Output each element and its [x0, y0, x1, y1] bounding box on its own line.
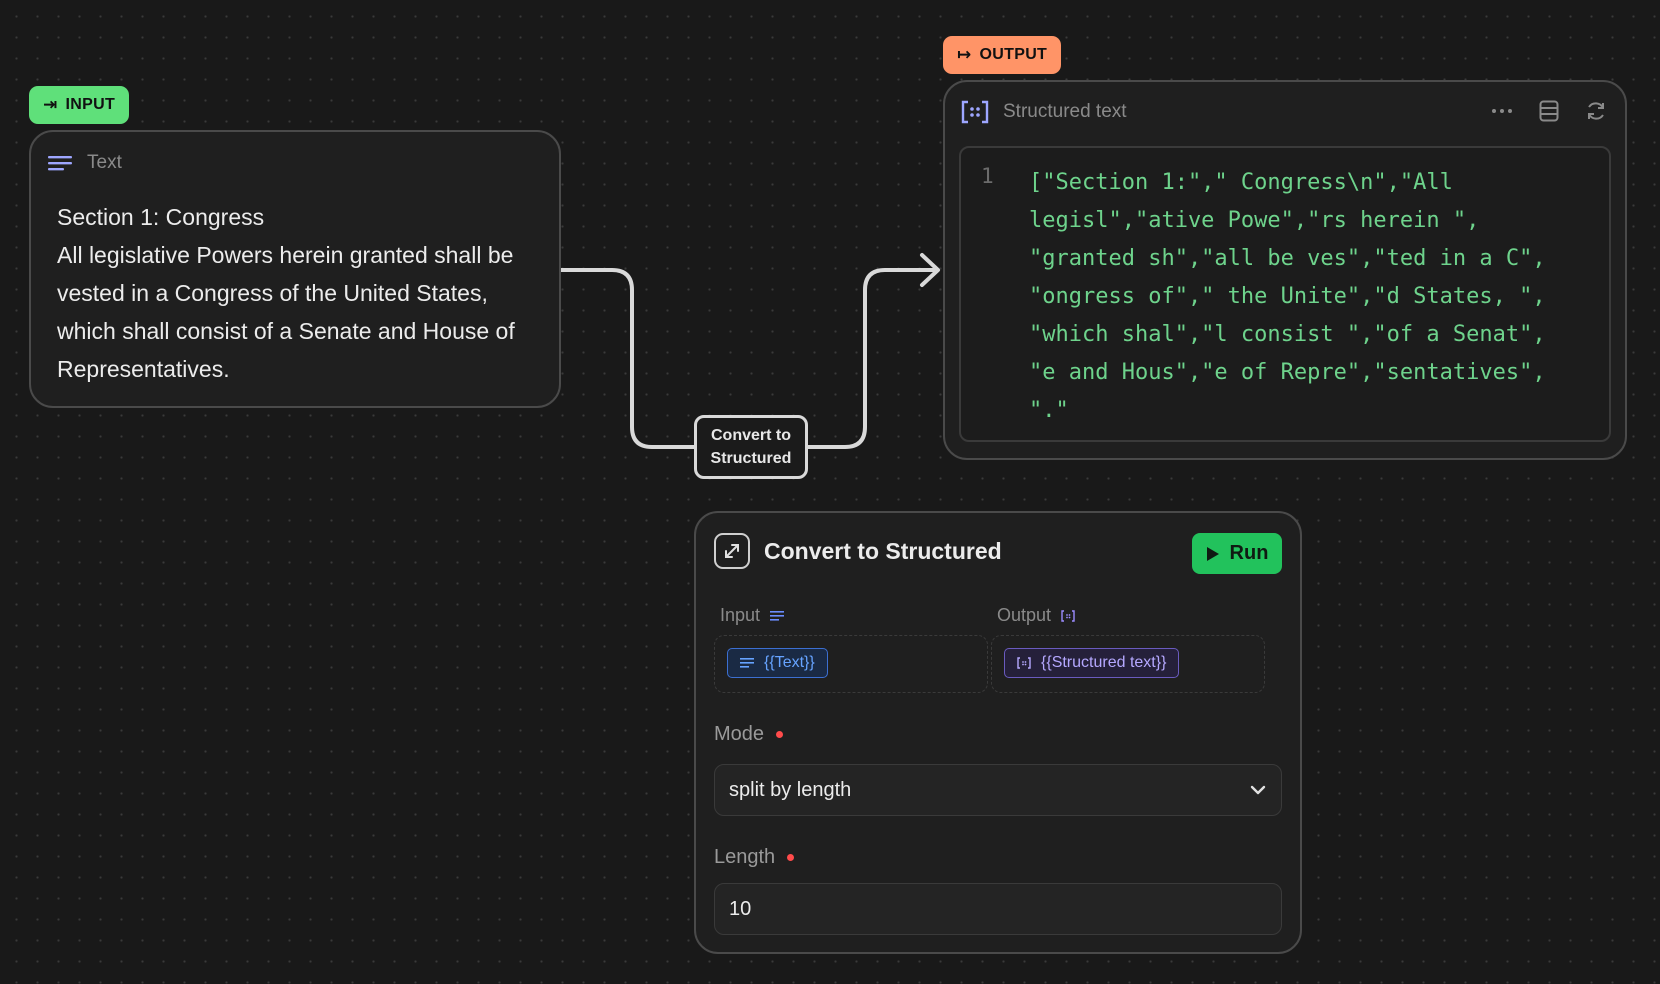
output-arrow-icon: ↦ — [957, 45, 972, 64]
structured-text-output-node[interactable]: Structured text 1 ["Section 1:"," Congre… — [943, 80, 1627, 460]
code-line: legisl","ative Powe","rs herein ", — [1029, 208, 1480, 233]
convert-to-structured-node[interactable]: Convert to Structured Run Input Output {… — [694, 511, 1302, 954]
mode-label-text: Mode — [714, 723, 765, 745]
output-node-toolbar — [1491, 100, 1607, 122]
text-lines-icon — [48, 156, 72, 171]
input-variable-slot[interactable]: {{Text}} — [714, 635, 988, 693]
text-node-title: Text — [87, 152, 122, 173]
output-variable-slot[interactable]: {{Structured text}} — [991, 635, 1265, 693]
input-variable-tag[interactable]: {{Text}} — [727, 648, 828, 678]
text-lines-icon — [770, 610, 785, 621]
expand-arrows-icon — [714, 533, 750, 569]
run-button-label: Run — [1229, 542, 1269, 564]
mode-label: Mode — [714, 723, 784, 746]
output-variable-tag[interactable]: {{Structured text}} — [1004, 648, 1180, 678]
input-badge: ⇥ INPUT — [29, 86, 130, 124]
run-button[interactable]: Run — [1192, 533, 1282, 574]
output-node-title: Structured text — [1003, 101, 1127, 122]
more-icon[interactable] — [1491, 108, 1513, 114]
required-indicator — [787, 854, 795, 861]
line-number: 1 — [981, 164, 994, 188]
input-label-text: Input — [720, 605, 761, 625]
structured-brackets-icon — [961, 100, 989, 124]
mode-select-value: split by length — [729, 778, 852, 801]
code-line: "which shal","l consist ","of a Senat", — [1029, 322, 1546, 347]
edge-label-convert[interactable]: Convert to Structured — [694, 415, 808, 479]
output-label-text: Output — [997, 605, 1052, 625]
text-node-header: Text — [47, 152, 122, 174]
mode-select[interactable]: split by length — [714, 764, 1282, 816]
code-line: ["Section 1:"," Congress\n","All — [1029, 170, 1453, 195]
chevron-down-icon — [1250, 785, 1266, 795]
convert-node-title: Convert to Structured — [764, 537, 1002, 564]
input-badge-label: INPUT — [65, 96, 116, 113]
input-section-label: Input — [720, 605, 785, 626]
wire-input-to-convert — [561, 268, 694, 449]
length-input-value: 10 — [729, 897, 752, 920]
code-line: "ongress of"," the Unite","d States, ", — [1029, 284, 1546, 309]
code-line: "e and Hous","e of Repre","sentatives", — [1029, 360, 1546, 385]
edge-label-text: Convert to Structured — [710, 427, 792, 467]
code-line: "granted sh","all be ves","ted in a C", — [1029, 246, 1546, 271]
input-arrow-icon: ⇥ — [43, 95, 58, 114]
play-icon — [1206, 546, 1219, 561]
structured-brackets-icon — [1017, 657, 1031, 669]
convert-node-header: Convert to Structured — [714, 533, 1002, 569]
table-view-icon[interactable] — [1539, 100, 1559, 122]
input-variable-text: {{Text}} — [764, 654, 815, 671]
output-variable-text: {{Structured text}} — [1041, 654, 1167, 671]
wire-convert-to-output — [808, 268, 935, 449]
length-label: Length — [714, 846, 795, 869]
length-label-text: Length — [714, 846, 776, 868]
structured-brackets-icon — [1061, 609, 1075, 622]
code-line: "." — [1029, 398, 1069, 423]
refresh-icon[interactable] — [1585, 100, 1607, 122]
code-viewer[interactable]: 1 ["Section 1:"," Congress\n","All legis… — [959, 146, 1611, 442]
output-badge-label: OUTPUT — [979, 46, 1048, 63]
length-input[interactable]: 10 — [714, 883, 1282, 935]
output-section-label: Output — [997, 605, 1075, 626]
wire-arrowhead — [920, 253, 940, 287]
text-lines-icon — [740, 658, 754, 668]
output-node-header: Structured text — [961, 100, 1127, 124]
code-content: ["Section 1:"," Congress\n","All legisl"… — [1029, 164, 1593, 430]
required-indicator — [776, 731, 784, 738]
output-badge: ↦ OUTPUT — [943, 36, 1062, 74]
